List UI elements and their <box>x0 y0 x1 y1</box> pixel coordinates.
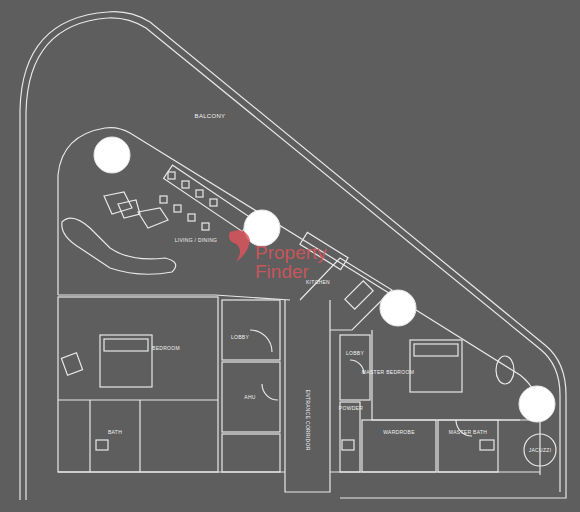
room-label: ENTRANCE CORRIDOR <box>305 389 311 450</box>
balcony-edge-inner <box>26 18 560 500</box>
armchair <box>61 353 82 375</box>
watermark: Property Finder <box>255 243 365 281</box>
powder-wall <box>340 402 360 472</box>
chairs <box>160 172 217 230</box>
pillow <box>414 344 458 356</box>
master-bath-wall <box>438 420 498 472</box>
bedroom-wall <box>58 297 218 472</box>
kitchen-counter <box>345 281 373 309</box>
room-label: BEDROOM <box>152 345 180 351</box>
room-label: POWDER <box>339 405 363 411</box>
basin <box>342 440 354 450</box>
room-label: WARDROBE <box>383 429 415 435</box>
bed <box>410 340 462 392</box>
wardrobe-wall <box>362 420 436 472</box>
walls <box>20 12 566 500</box>
pillow <box>104 339 148 351</box>
corridor-wall <box>285 300 330 492</box>
lobby-wall <box>222 300 280 360</box>
armchair <box>104 192 140 218</box>
door-swing <box>250 330 272 352</box>
room-label: LOBBY <box>346 350 364 356</box>
room-label: AHU <box>244 394 255 400</box>
wall <box>222 434 280 472</box>
wall <box>58 471 280 472</box>
room-label: MASTER BEDROOM <box>362 369 414 375</box>
door-swing <box>262 384 278 400</box>
glazing-line <box>360 275 540 475</box>
lobby-wall <box>340 335 370 400</box>
kitchen-wall <box>300 258 392 330</box>
sofa <box>62 218 176 274</box>
room-label: JACUZZI <box>529 447 552 453</box>
wall <box>340 471 540 472</box>
room-label: BATH <box>108 429 122 435</box>
room-label: KITCHEN <box>306 279 330 285</box>
chaise <box>496 356 514 384</box>
wall <box>58 399 218 400</box>
room-label: LOBBY <box>231 334 249 340</box>
wall <box>280 471 340 472</box>
room-label: BALCONY <box>195 113 226 119</box>
bed <box>100 335 152 387</box>
ahu-wall <box>222 362 280 432</box>
dining-table <box>164 165 252 231</box>
master-bedroom-wall <box>372 330 520 420</box>
jacuzzi-tub <box>524 434 556 466</box>
basin <box>96 440 108 450</box>
wall <box>139 400 140 472</box>
coffee-table <box>138 208 168 228</box>
basin <box>480 440 494 450</box>
room-label: MASTER BATH <box>449 429 488 435</box>
room-label: LIVING / DINING <box>175 237 218 243</box>
glazing-line <box>58 128 360 295</box>
wall <box>89 400 90 472</box>
watermark-logo <box>229 230 250 262</box>
balcony-edge <box>20 12 566 500</box>
columns <box>94 137 555 422</box>
